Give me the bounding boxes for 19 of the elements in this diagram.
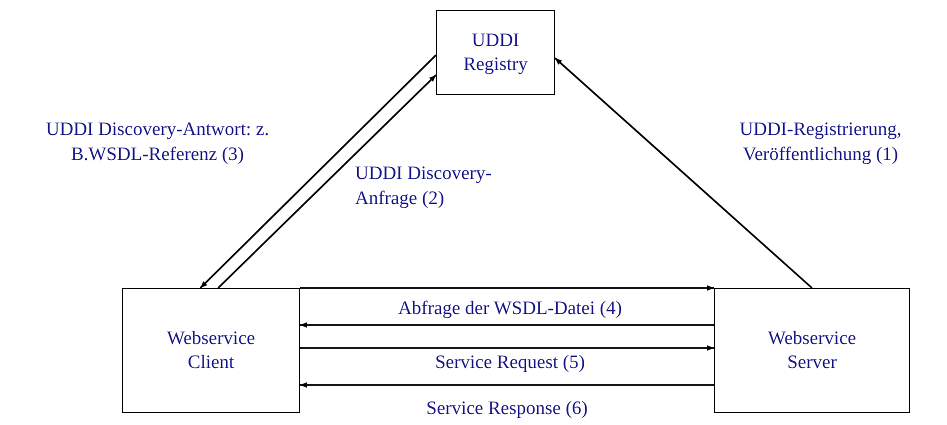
arrow: [200, 54, 437, 289]
arrow: [300, 322, 714, 328]
arrow: [554, 57, 813, 289]
arrow: [218, 74, 437, 289]
component-label: Webservice Client: [166, 326, 256, 374]
edge-label: UDDI Discovery-Antwort: z. B.WSDL-Referenz (3): [44, 118, 270, 167]
component-label: UDDI Registry: [463, 28, 528, 76]
component-box: [122, 288, 300, 413]
arrow: [300, 285, 714, 291]
arrow: [300, 382, 714, 388]
edge-label: UDDI Discovery-Anfrage (2): [355, 162, 493, 211]
component-label: Webservice Server: [766, 326, 858, 374]
edge-label: Service Request (5): [434, 351, 586, 375]
component-box: [714, 288, 910, 413]
arrow: [300, 345, 714, 351]
edge-label: Service Response (6): [425, 397, 589, 421]
edge-label: Abfrage der WSDL-Datei (4): [397, 297, 623, 321]
edge-label: UDDI-Registrierung, Veröffentlichung (1): [738, 118, 902, 167]
component-box: [436, 10, 555, 95]
